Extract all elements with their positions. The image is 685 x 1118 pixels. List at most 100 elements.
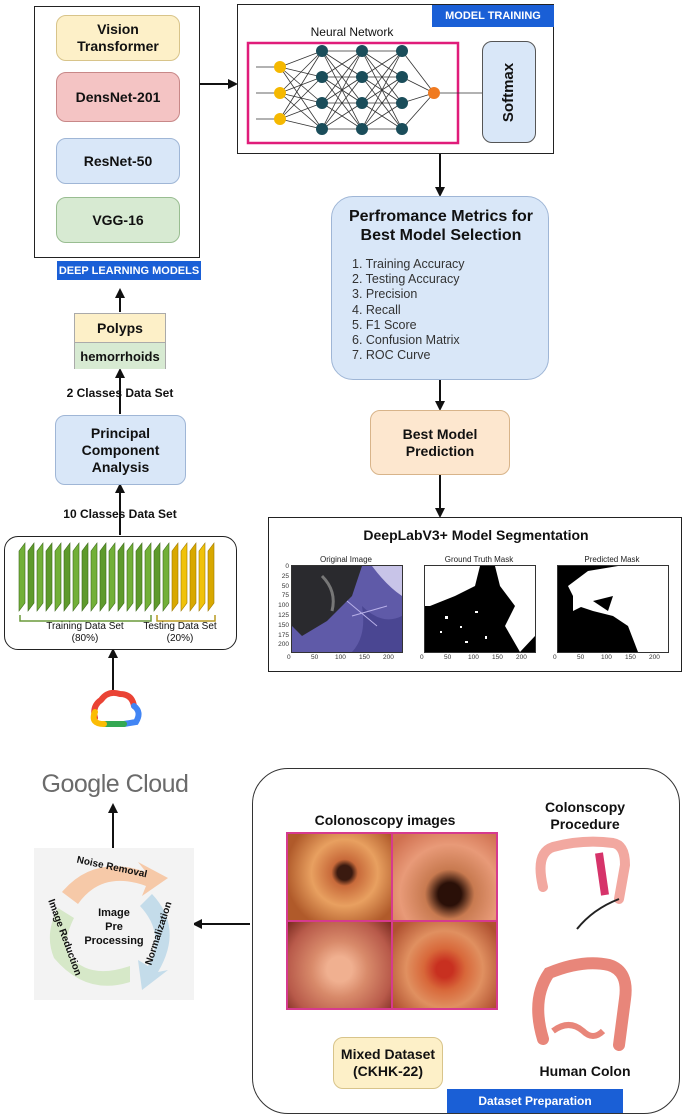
training-slice [72, 542, 80, 612]
human-colon-label: Human Colon [539, 1063, 631, 1079]
testing-set-label: Testing Data Set (20%) [143, 621, 217, 644]
preprocessing-center-label: Image Pre Processing [84, 907, 144, 947]
metric-item: 5. F1 Score [352, 317, 417, 332]
training-slice [81, 542, 89, 612]
x-tick-label: 200 [383, 654, 394, 661]
original-image-plot [291, 565, 403, 653]
ground-truth-mask-plot [424, 565, 536, 653]
y-tick-label: 150 [278, 621, 289, 629]
deep-learning-models-tag: DEEP LEARNING MODELS [57, 261, 201, 280]
metrics-list: 1. Training Accuracy 2. Testing Accuracy… [352, 257, 465, 363]
model-resnet-50: ResNet-50 [56, 138, 180, 184]
hidden-node [356, 71, 368, 83]
training-slice [63, 542, 71, 612]
training-slice [99, 542, 107, 612]
metric-item: 2. Testing Accuracy [352, 272, 460, 287]
hidden-node [316, 45, 328, 57]
preprocessing-cycle: Image Pre Processing Noise Removal Norma… [34, 848, 194, 1000]
mixed-dataset-box: Mixed Dataset (CKHK-22) [333, 1037, 443, 1089]
training-slice [153, 542, 161, 612]
x-tick-label: 100 [601, 654, 612, 661]
x-tick-label: 50 [577, 654, 585, 661]
polyps-label: Polyps [75, 314, 165, 343]
metric-item: 6. Confusion Matrix [352, 333, 460, 348]
pca-box: Principal Component Analysis [55, 415, 186, 485]
hidden-node [316, 71, 328, 83]
x-tick-label: 200 [649, 654, 660, 661]
y-tick-label: 25 [281, 572, 289, 580]
x-tick-label: 100 [335, 654, 346, 661]
dataset-preparation-panel: Colonoscopy images Colonscopy Procedure … [252, 768, 680, 1114]
training-slice [45, 542, 53, 612]
training-slice [108, 542, 116, 612]
model-densnet-201: DensNet-201 [56, 72, 180, 122]
model-vision-transformer: Vision Transformer [56, 15, 180, 61]
training-slice [126, 542, 134, 612]
neural-network-title: Neural Network [310, 25, 394, 39]
deep-learning-models-panel: Vision Transformer DensNet-201 ResNet-50… [34, 6, 201, 280]
metric-item: 3. Precision [352, 287, 418, 302]
testing-slice [198, 542, 206, 612]
testing-slice [189, 542, 197, 612]
training-slice [54, 542, 62, 612]
hidden-node [356, 123, 368, 135]
metrics-title: Perfromance Metrics for Best Model Selec… [348, 208, 534, 244]
softmax-box: Softmax [482, 41, 536, 143]
neural-network-diagram [246, 41, 482, 145]
training-slice [144, 542, 152, 612]
x-tick-label: 0 [553, 654, 557, 661]
y-tick-label: 200 [278, 641, 289, 649]
best-model-prediction-box: Best Model Prediction [370, 410, 510, 475]
original-image-title: Original Image [319, 555, 373, 564]
hidden-node [356, 97, 368, 109]
metric-item: 1. Training Accuracy [352, 257, 465, 271]
training-slice [117, 542, 125, 612]
y-tick-label: 0 [285, 563, 289, 570]
training-slice [27, 542, 35, 612]
x-tick-label: 0 [287, 654, 291, 661]
performance-metrics-box: Perfromance Metrics for Best Model Selec… [331, 196, 549, 380]
x-tick-label: 150 [625, 654, 636, 661]
training-slice [162, 542, 170, 612]
hidden-node [316, 123, 328, 135]
y-tick-label: 50 [281, 582, 289, 590]
training-slice [18, 542, 26, 612]
colonoscopy-procedure-icon [535, 836, 631, 930]
segmentation-title: DeepLabV3+ Model Segmentation [363, 527, 589, 543]
metric-item: 7. ROC Curve [352, 348, 431, 363]
classes-box: Polyps hemorrhoids [74, 313, 166, 369]
segmentation-panel: DeepLabV3+ Model Segmentation Original I… [268, 517, 682, 672]
x-tick-label: 50 [311, 654, 319, 661]
google-cloud-label: Google Cloud [41, 770, 189, 798]
colonoscopy-images-grid [286, 832, 498, 1010]
y-tick-label: 125 [278, 612, 289, 619]
human-colon-icon [532, 957, 632, 1051]
model-vgg-16: VGG-16 [56, 197, 180, 243]
hidden-node [356, 45, 368, 57]
input-node [274, 61, 286, 73]
input-node [274, 113, 286, 125]
training-slice [90, 542, 98, 612]
dataset-preparation-tag: Dataset Preparation [447, 1089, 623, 1113]
x-tick-label: 100 [468, 654, 479, 661]
hidden-node [396, 71, 408, 83]
model-training-panel: MODEL TRAINING Neural Network Softmax [237, 4, 554, 154]
x-tick-label: 150 [492, 654, 503, 661]
hemorrhoids-label: hemorrhoids [75, 343, 165, 369]
output-node [428, 87, 440, 99]
input-node [274, 87, 286, 99]
colonoscopy-image [288, 834, 391, 920]
hidden-node [396, 123, 408, 135]
testing-slice [171, 542, 179, 612]
metric-item: 4. Recall [352, 302, 401, 317]
colonoscopy-images-label: Colonoscopy images [314, 812, 456, 828]
predicted-mask-title: Predicted Mask [584, 555, 640, 564]
y-tick-label: 175 [278, 631, 289, 639]
data-stack-graphic [18, 542, 216, 622]
x-tick-label: 150 [359, 654, 370, 661]
training-slice [135, 542, 143, 612]
hidden-node [396, 45, 408, 57]
y-tick-label: 100 [278, 602, 289, 610]
colonoscopy-image [393, 922, 496, 1008]
